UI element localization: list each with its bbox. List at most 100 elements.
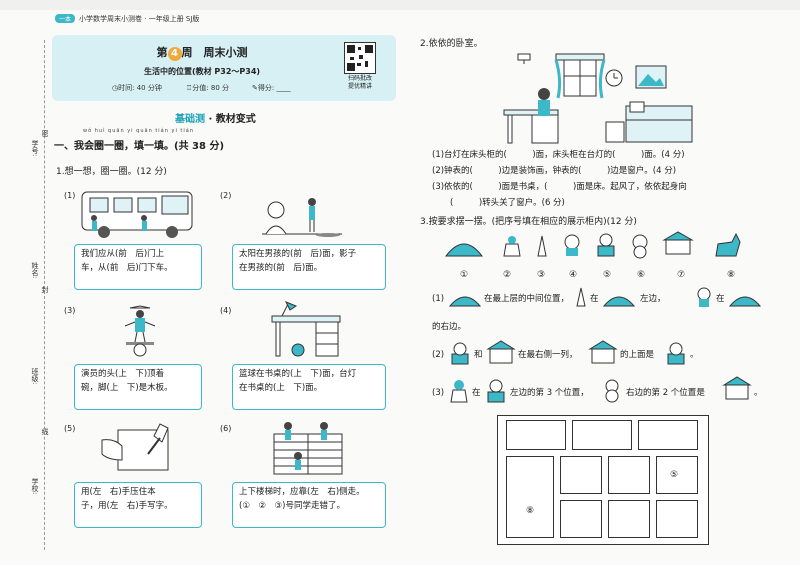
quiz-subtitle: 生活中的位置(教材 P32～P34)	[143, 67, 261, 76]
toy-label-2: ②	[503, 270, 512, 280]
binding-line	[44, 40, 45, 550]
plant-icon	[667, 342, 685, 365]
part-one-heading: 一、我会圈一圈，填一填。(共 38 分)	[54, 141, 225, 152]
fan-icon	[728, 296, 762, 307]
q3-s2-num: (2)	[432, 350, 445, 360]
q1-item5-number: (5)	[64, 424, 76, 433]
q1-item3-line2[interactable]: 碗，脚(上 下)是木板。	[81, 383, 173, 393]
q1-item6-line2[interactable]: (① ② ③)号同学走错了。	[239, 501, 345, 511]
q1-item5-line2[interactable]: 子，用(左 右)手写字。	[81, 501, 173, 511]
carousel-icon	[588, 340, 618, 364]
toy-label-4: ④	[569, 270, 578, 280]
q1-item5-line1[interactable]: 用(左 右)手压住本	[81, 487, 156, 497]
q1-item6-line1[interactable]: 上下楼梯时，应靠(左 右)侧走。	[239, 487, 365, 497]
cabinet-cell[interactable]	[656, 500, 698, 538]
fan-icon	[602, 296, 636, 307]
hands-writing-illustration	[101, 423, 169, 471]
q1-item4-number: (4)	[220, 306, 232, 315]
stairs-students-illustration	[273, 422, 343, 475]
vase-icon	[450, 380, 468, 403]
q3-s1-num: (1)	[432, 294, 445, 304]
q3-s3-end: 。	[754, 388, 763, 398]
q3-s2-text3: 的上面是	[620, 350, 655, 360]
acrobat-illustration	[124, 305, 156, 357]
q1-item4-box: 篮球在书桌的(上 下)面，台灯 在书桌的(上 下)面。	[232, 364, 386, 410]
cabinet-cell[interactable]	[560, 456, 602, 494]
q2-line1[interactable]: (1)台灯在床头柜的( )面，床头柜在台灯的( )面。(4 分)	[432, 150, 685, 160]
qr-code-icon[interactable]	[344, 42, 376, 74]
cabinet-cell[interactable]	[608, 500, 650, 538]
series-title: 小学数学周末小测卷 · 一年级上册 SJ版	[79, 15, 200, 23]
q1-item2-box: 太阳在男孩的(前 后)面，影子 在男孩的(前 后)面。	[232, 244, 386, 290]
gutter-name-label: 姓名:	[31, 262, 39, 279]
toy-label-1: ①	[460, 270, 469, 280]
section-tag: 基础测 · 教材变式	[175, 114, 256, 125]
plant-icon	[487, 379, 505, 403]
q3-s2-end: 。	[690, 350, 699, 360]
rocket-icon	[576, 287, 586, 307]
q3-s1-text4: 在	[716, 294, 725, 304]
qr-caption: 扫码批改提优精讲	[347, 75, 372, 90]
q2-line4[interactable]: ( )转头关了窗户。(6 分)	[450, 198, 565, 208]
desk-lamp-ball-illustration	[271, 301, 341, 357]
toy-label-3: ③	[537, 270, 546, 280]
carousel-icon	[722, 376, 752, 400]
q3-s3-text1: 在	[472, 388, 481, 398]
cabinet-label-5: ⑤	[670, 470, 679, 480]
score-got-info: ✎得分: ____	[252, 84, 291, 92]
toy-label-8: ⑧	[727, 270, 736, 280]
boy-shadow-illustration	[262, 198, 342, 237]
q2-title: 2.依依的卧室。	[420, 39, 483, 49]
cabinet-cell[interactable]	[506, 456, 554, 538]
q1-item1-line2[interactable]: 车，从(前 后)门下车。	[81, 263, 173, 273]
top-strip	[0, 0, 800, 10]
q3-title: 3.按要求摆一摆。(把序号填在相应的展示柜内)(12 分)	[420, 217, 637, 227]
clock-icon: ◷	[112, 84, 119, 92]
cabinet-cell[interactable]	[560, 500, 602, 538]
toy-label-5: ⑤	[603, 270, 612, 280]
q1-item2-number: (2)	[220, 191, 232, 200]
q2-line3[interactable]: (3)依依的( )面是书桌，( )面是床。起风了，依依起身向	[432, 182, 687, 192]
toys-row-illustration	[444, 231, 741, 259]
q1-item6-box: 上下楼梯时，应靠(左 右)侧走。 (① ② ③)号同学走错了。	[232, 482, 386, 528]
q2-line2[interactable]: (2)钟表的( )边是装饰画，钟表的( )边是窗户。(4 分)	[432, 166, 677, 176]
q1-item3-line1[interactable]: 演员的头(上 下)顶着	[81, 369, 165, 379]
q1-item1-line1[interactable]: 我们应从(前 后)门上	[81, 249, 165, 259]
q3-s1-text5: 的右边。	[432, 322, 467, 332]
q1-title: 1.想一想，圈一圈。(12 分)	[56, 167, 167, 177]
week-suffix: 周 周末小测	[181, 46, 248, 59]
cabinet-cell[interactable]	[638, 420, 698, 450]
score-total-info: ♖分值: 80 分	[186, 84, 229, 92]
cabinet-cell[interactable]	[656, 456, 698, 494]
plant-icon	[451, 342, 469, 365]
cabinet-cell[interactable]	[572, 420, 632, 450]
cabinet-cell[interactable]	[608, 456, 650, 494]
q1-item6-number: (6)	[220, 424, 232, 433]
week-prefix: 第	[156, 46, 168, 59]
gutter-bind-mark: 封	[41, 286, 49, 293]
gutter-seal-mark: 密	[41, 130, 49, 137]
q3-s1-text1: 在最上层的中间位置，	[484, 294, 570, 304]
q1-item4-line2[interactable]: 在书桌的(上 下)面。	[239, 383, 323, 393]
astronaut-icon	[697, 287, 711, 307]
q3-s2-text1: 和	[474, 350, 483, 360]
q1-item2-line1[interactable]: 太阳在男孩的(前 后)面，影子	[239, 249, 357, 259]
q3-s1-text3: 左边，	[640, 294, 666, 304]
q1-item3-box: 演员的头(上 下)顶着 碗，脚(上 下)是木板。	[74, 364, 202, 410]
week-number-badge: 4	[167, 47, 182, 61]
q3-s3-text3: 右边的第 2 个位置是	[626, 388, 705, 398]
q1-item4-line1[interactable]: 篮球在书桌的(上 下)面，台灯	[239, 369, 357, 379]
q1-item2-line2[interactable]: 在男孩的(前 后)面。	[239, 263, 323, 273]
gutter-school-label: 学校:	[31, 478, 39, 495]
q1-item5-box: 用(左 右)手压住本 子，用(左 右)手写字。	[74, 482, 202, 528]
cabinet-cell[interactable]	[506, 420, 566, 450]
q1-item3-number: (3)	[64, 306, 76, 315]
q1-item1-box: 我们应从(前 后)门上 车，从(前 后)门下车。	[74, 244, 202, 290]
time-info: ◷时间: 40 分钟	[112, 84, 162, 92]
display-cabinet: ⑤ ⑧	[497, 415, 709, 545]
medal-icon: ♖	[186, 84, 193, 92]
gutter-line-mark: 线	[41, 428, 49, 435]
q3-s1-text2: 在	[590, 294, 599, 304]
q1-item1-number: (1)	[64, 191, 76, 200]
